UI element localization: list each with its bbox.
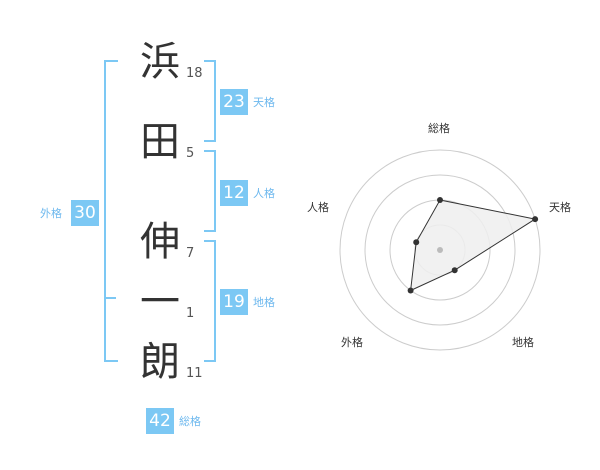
jinkaku-bracket	[204, 150, 216, 232]
radar-axis-label-soukaku: 総格	[428, 122, 450, 135]
soukaku-value-box: 42	[146, 408, 174, 434]
radar-grid-ring	[364, 174, 516, 326]
stroke-count-1: 18	[186, 66, 203, 81]
radar-axis-label-gaikaku: 外格	[341, 336, 363, 349]
radar-axis-label-tenkaku: 天格	[549, 201, 571, 214]
stroke-count-5: 11	[186, 366, 203, 381]
radar-point-4	[407, 287, 414, 294]
chikaku-value-box: 19	[220, 289, 248, 315]
tenkaku-bracket	[204, 60, 216, 142]
radar-axis-label-jinkaku: 人格	[307, 201, 329, 214]
jinkaku-value-box: 12	[220, 180, 248, 206]
name-char-4: 一	[140, 279, 180, 325]
chikaku-label: 地格	[253, 296, 275, 309]
gaikaku-bracket	[104, 60, 118, 362]
radar-center-dot	[437, 247, 443, 253]
chikaku-bracket	[204, 240, 216, 362]
radar-grid-ring	[339, 149, 541, 351]
radar-point-5	[413, 239, 420, 246]
radar-point-1	[437, 197, 443, 203]
radar-point-3	[451, 267, 458, 274]
name-char-5: 朗	[140, 339, 180, 385]
tenkaku-value-box: 23	[220, 89, 248, 115]
radar-axis-label-chikaku: 地格	[512, 336, 534, 349]
stroke-count-4: 1	[186, 306, 195, 321]
gaikaku-value-box: 30	[71, 200, 99, 226]
name-char-1: 浜	[140, 39, 180, 85]
stroke-count-2: 5	[186, 146, 195, 161]
tenkaku-label: 天格	[253, 96, 275, 109]
stroke-count-3: 7	[186, 246, 195, 261]
radar-point-2	[532, 216, 539, 223]
name-char-2: 田	[140, 119, 180, 165]
soukaku-label: 総格	[179, 415, 201, 428]
name-char-3: 伸	[140, 219, 180, 265]
jinkaku-label: 人格	[253, 187, 275, 200]
radar-value-polygon	[410, 199, 537, 292]
gaikaku-label: 外格	[40, 207, 62, 220]
gaikaku-bracket-divider	[104, 297, 116, 299]
